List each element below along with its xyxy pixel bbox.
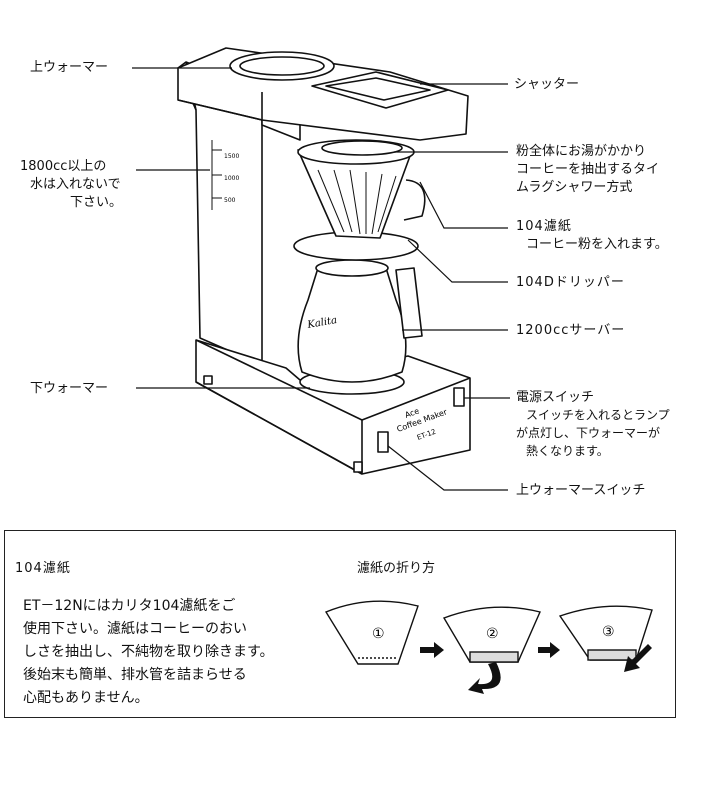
panel-body-text: ET－12Nにはカリタ104濾紙をご 使用下さい。濾紙はコーヒーのおい しさを抽… xyxy=(23,598,274,706)
label-dripper: 104Dドリッパー xyxy=(516,275,625,290)
label-capacity-3: 下さい。 xyxy=(70,195,123,210)
panel-title-folding: 濾紙の折り方 xyxy=(357,561,436,576)
upper-warmer-switch-graphic xyxy=(377,431,389,453)
arrow-right-icon xyxy=(538,642,560,658)
label-power-2: が点灯し、下ウォーマーが xyxy=(516,426,661,440)
label-shutter: シャッター xyxy=(514,77,580,92)
label-shower-3: ムラグシャワー方式 xyxy=(516,180,633,195)
filter-info-panel: 104濾紙 濾紙の折り方 ET－12Nにはカリタ104濾紙をご 使用下さい。濾紙… xyxy=(4,530,676,718)
panel-title-filter: 104濾紙 xyxy=(15,561,71,576)
arrow-right-icon xyxy=(420,642,444,658)
label-capacity-2: 水は入れないで xyxy=(30,177,121,192)
label-filter-sub: コーヒー粉を入れます。 xyxy=(526,237,668,252)
shower-head xyxy=(321,140,403,156)
fold-curl-arrow-icon xyxy=(468,662,501,694)
label-server: 1200ccサーバー xyxy=(516,323,626,338)
scale-500: 500 xyxy=(224,197,236,204)
brand-logo-text: Kalita xyxy=(306,315,338,331)
label-shower-1: 粉全体にお湯がかかり xyxy=(516,144,647,159)
scale-1500: 1500 xyxy=(224,153,239,160)
fold-diagonal-arrow-icon xyxy=(624,644,652,672)
filter-step-3 xyxy=(558,605,653,661)
step-number-1: ① xyxy=(372,626,385,642)
scale-1000: 1000 xyxy=(224,175,239,182)
power-switch xyxy=(453,387,465,407)
leader-dripper xyxy=(407,239,508,283)
label-upper-warmer-switch: 上ウォーマースイッチ xyxy=(516,483,646,498)
leader-filter xyxy=(419,181,508,229)
label-capacity-1: 1800cc以上の xyxy=(20,159,107,174)
label-lower-warmer: 下ウォーマー xyxy=(30,381,109,396)
label-filter-title: 104濾紙 xyxy=(516,219,572,234)
label-power-1: スイッチを入れるとランプ xyxy=(526,408,670,422)
step-number-2: ② xyxy=(486,626,499,642)
label-shower-2: コーヒーを抽出するタイ xyxy=(516,162,660,177)
label-upper-warmer: 上ウォーマー xyxy=(30,60,109,75)
filter-step-1 xyxy=(324,600,419,665)
label-power-title: 電源スイッチ xyxy=(516,390,595,405)
step-number-3: ③ xyxy=(602,624,615,640)
leader-upper-warmer-switch xyxy=(387,445,508,491)
label-power-3: 熱くなります。 xyxy=(526,444,609,458)
filter-step-2 xyxy=(442,606,541,663)
coffee-maker-illustration: 1500 1000 500 Kalita Ace Coffee Maker ET… xyxy=(132,47,510,491)
